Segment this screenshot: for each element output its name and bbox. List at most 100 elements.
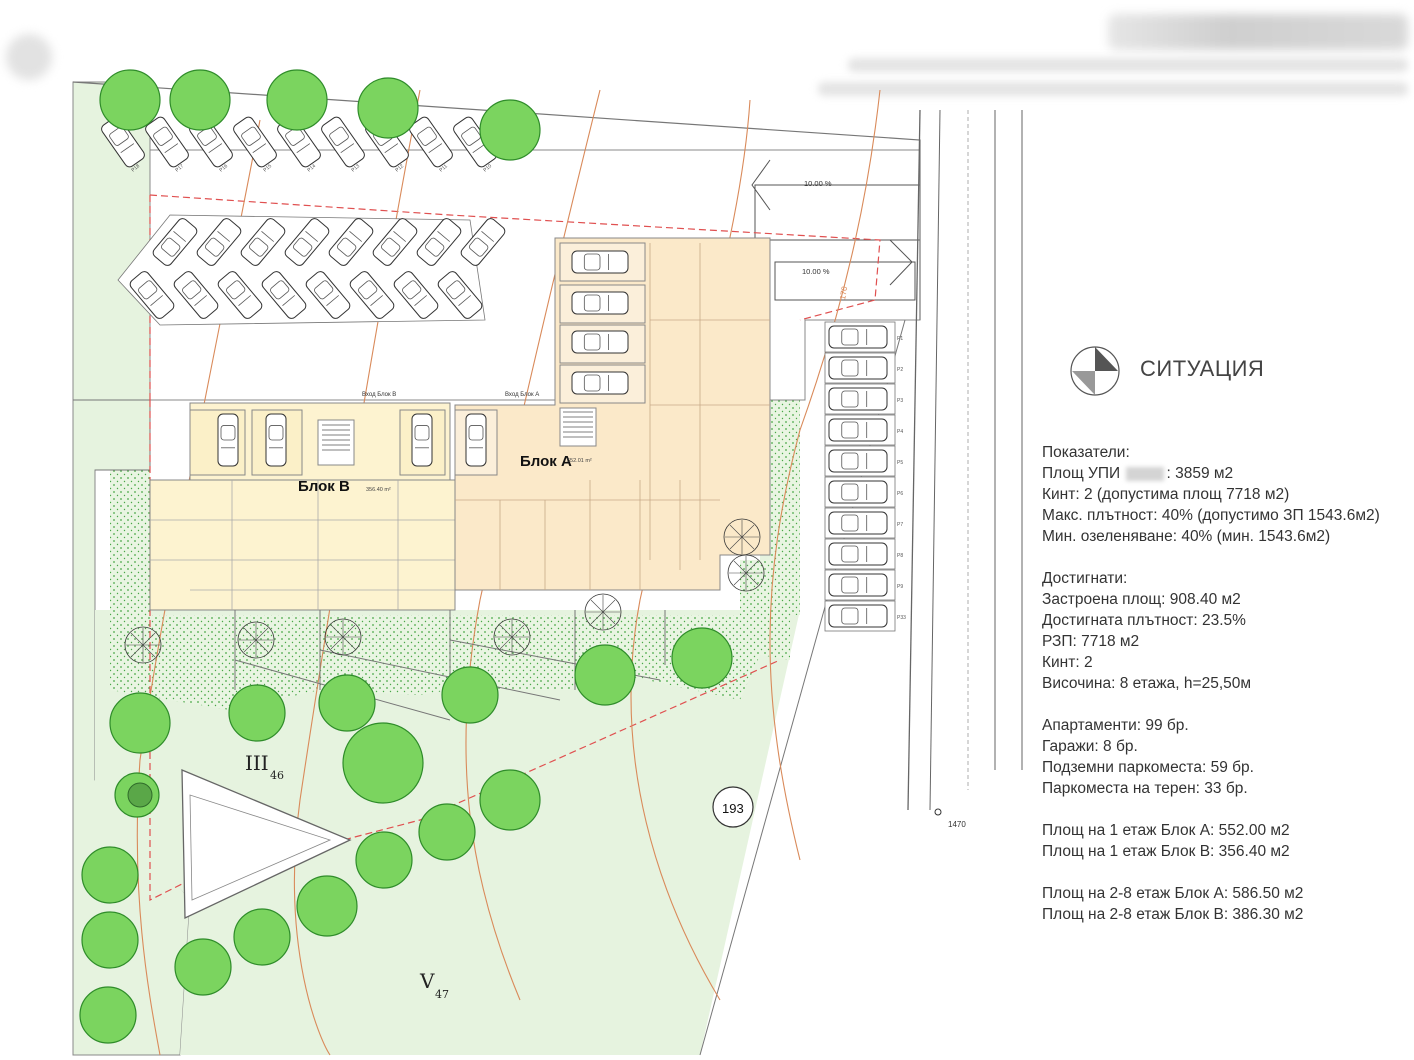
car-icon [409,116,453,168]
tree-icon [127,782,153,808]
parking-number: P5 [897,460,903,466]
parking-diagonal [117,214,506,326]
header-subtitle-redacted [848,58,1408,72]
tree-icon [99,69,161,131]
car-icon [571,250,629,274]
tree-icon [233,908,291,966]
indicator-group: Показатели: Площ УПИ : 3859 м2 Кинт: 2 (до… [1042,442,1380,547]
car-icon [240,218,286,266]
car-icon [372,218,418,266]
car-icon [828,387,888,411]
indicator-line: РЗП: 7718 м2 [1042,633,1140,650]
north-arrow-icon [1070,346,1120,396]
car-icon [460,218,506,266]
indicator-line: Площ на 2-8 етаж Блок А: 586.50 м2 [1042,885,1304,902]
car-icon [828,573,888,597]
tree-icon [479,769,541,831]
entrance-a-label: Вход Блок А [505,392,539,398]
car-icon [261,271,307,319]
block-b-area: 356.40 m² [366,487,391,493]
indicator-line: Гаражи: 8 бр. [1042,738,1138,755]
parking-number: P17 [174,163,185,173]
tree-icon [357,77,419,139]
indicator-line: Кинт: 2 (допустима площ 7718 м2) [1042,486,1290,503]
car-icon [217,413,239,467]
parking-number: P4 [897,429,903,435]
tree-icon [355,831,413,889]
plot-triangle-inner [189,794,332,901]
car-icon [196,218,242,266]
indicator-line: Подземни паркоместа: 59 бр. [1042,759,1254,776]
parking-number: P16 [218,163,229,173]
tree-icon [671,627,733,689]
car-icon [145,116,189,168]
company-logo [6,34,52,80]
tree-icon [109,692,171,754]
car-icon [828,511,888,535]
shrub-icon [584,593,622,631]
survey-point-label: 1470 [948,820,966,829]
car-icon [349,271,395,319]
ramp-chevron [751,159,771,211]
tree-icon [479,99,541,161]
contour-label: 170 [838,285,849,300]
parking-number: P11 [438,163,449,173]
slope-label: 10.00 % [802,267,830,276]
car-icon [828,449,888,473]
car-icon [571,291,629,315]
indicator-line: Мин. озеленяване: 40% (мин. 1543.6м2) [1042,528,1331,545]
car-icon [265,413,287,467]
parking-number: P15 [262,163,273,173]
indicator-line: Площ УПИ : 3859 м2 [1042,465,1234,482]
parking-number: P10 [482,163,493,173]
indicator-line: Площ на 1 етаж Блок В: 356.40 м2 [1042,843,1290,860]
plot-triangle [181,769,352,920]
shrub-icon [493,618,531,656]
car-icon [437,271,483,319]
block-a-label: Блок А [520,453,572,470]
tree-icon [418,803,476,861]
tree-icon [266,69,328,131]
indicator-group: Апартаменти: 99 бр.Гаражи: 8 бр.Подземни… [1042,715,1380,799]
tree-icon [169,69,231,131]
indicator-heading: Показатели: [1042,444,1130,461]
tree-icon [81,846,139,904]
car-icon [828,356,888,380]
header-subtitle-redacted [818,82,1408,96]
car-icon [828,604,888,628]
indicator-line: Паркоместа на терен: 33 бр. [1042,780,1248,797]
car-icon [328,218,374,266]
block-a-area: 552.01 m² [567,458,592,464]
parking-number: P2 [897,367,903,373]
car-icon [828,480,888,504]
parking-number: P13 [350,163,361,173]
parking-number: P1 [897,336,903,342]
car-icon [416,218,462,266]
parcel-iii-sub: 46 [270,769,284,782]
shrub-icon [723,518,761,556]
car-icon [152,218,198,266]
indicator-line: Застроена площ: 908.40 м2 [1042,591,1241,608]
indicator-heading: Достигнати: [1042,570,1128,587]
trees [79,69,733,1044]
parking-number: P8 [897,553,903,559]
car-icon [571,330,629,354]
ornamental-trees [124,518,765,664]
parking-number: P9 [897,584,903,590]
garage-cars [217,250,629,467]
parking-number: P33 [897,615,906,621]
indicator-line: Макс. плътност: 40% (допустимо ЗП 1543.6… [1042,507,1380,524]
plot-number-circle [712,786,754,828]
indicator-line: Достигната плътност: 23.5% [1042,612,1246,629]
car-icon [571,371,629,395]
tree-icon [441,666,499,724]
slope-label: 10.00 % [804,179,832,188]
car-icon [393,271,439,319]
car-icon [217,271,263,319]
shrub-icon [324,618,362,656]
car-icon [828,325,888,349]
shrub-icon [727,554,765,592]
car-icon [321,116,365,168]
tree-icon [228,684,286,742]
